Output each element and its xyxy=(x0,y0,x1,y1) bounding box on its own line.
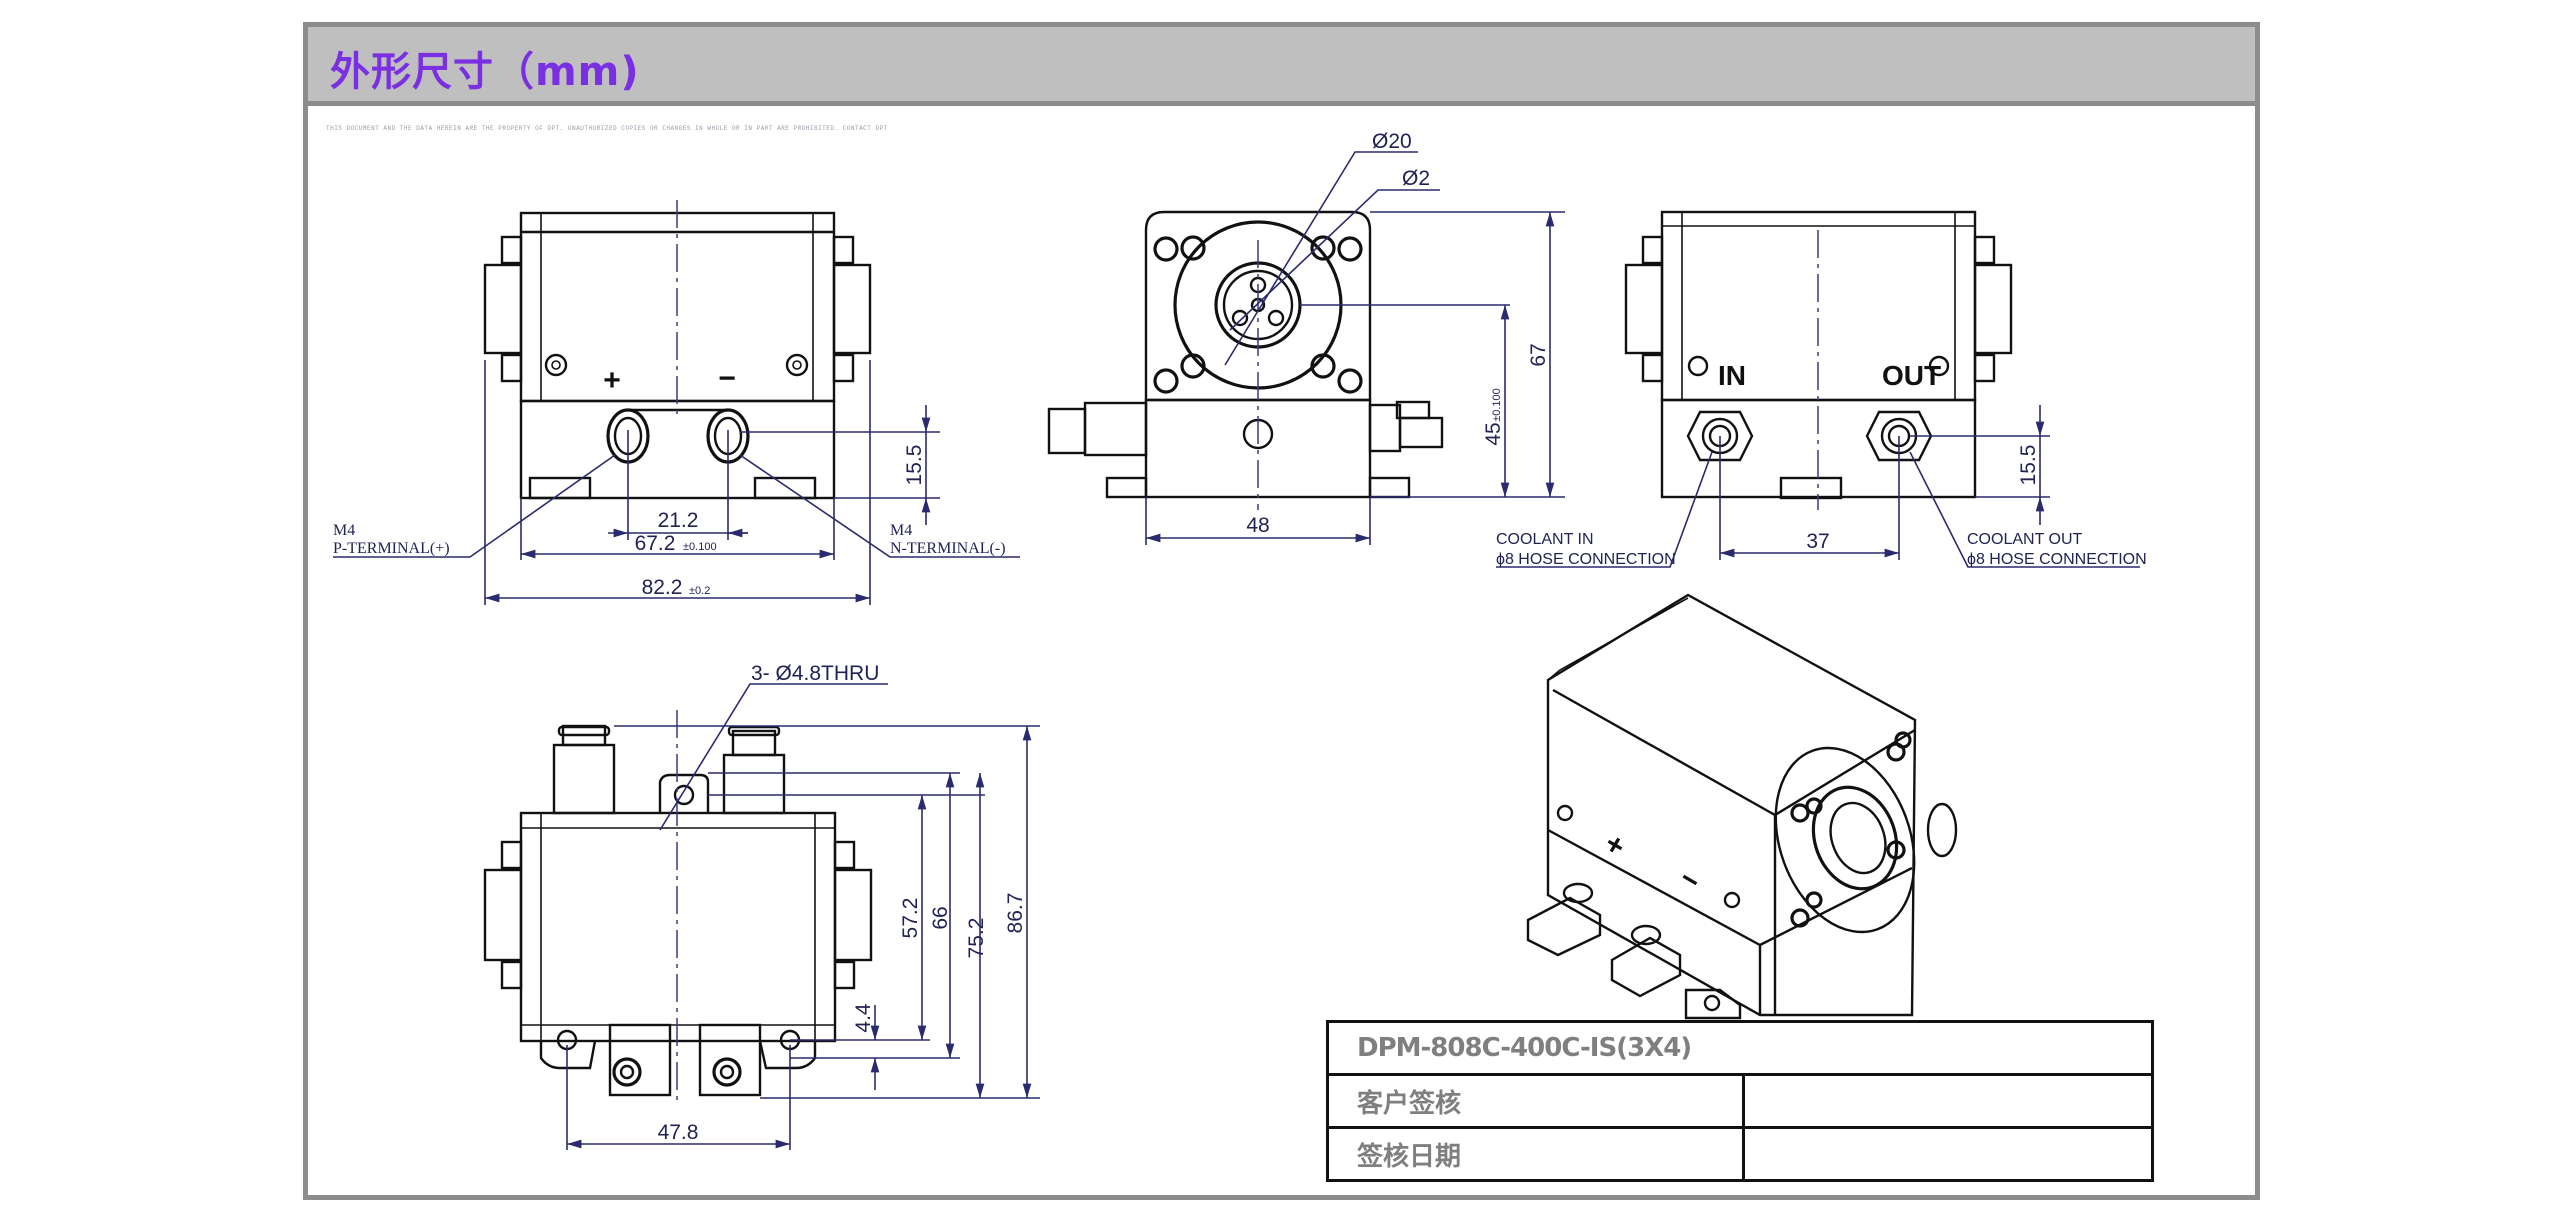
iso-plus-mark: + xyxy=(1599,827,1631,864)
notice-text: THIS DOCUMENT AND THE DATA HEREIN ARE TH… xyxy=(326,125,888,132)
front-view: + − 21.2 67.2 ±0.100 82.2 ±0.2 15.5 xyxy=(333,200,1020,605)
out-label: OUT xyxy=(1882,360,1941,391)
dim-75-2: 75.2 xyxy=(965,918,988,959)
customer-approval-label: 客户签核 xyxy=(1326,1073,1745,1129)
approval-date-value[interactable] xyxy=(1742,1126,2154,1182)
dim-port-pitch: 37 xyxy=(1806,530,1829,553)
dim-terminal-pitch: 21.2 xyxy=(658,509,699,532)
in-label: IN xyxy=(1718,360,1746,391)
dim-86-7: 86.7 xyxy=(1004,893,1027,934)
dim-body-width: 67.2 xyxy=(635,532,676,555)
n-terminal-thread: M4 xyxy=(890,522,912,539)
isometric-view: + − xyxy=(1526,593,1958,1020)
dim-4-4: 4.4 xyxy=(852,1003,875,1033)
dim-port-height: 15.5 xyxy=(2017,445,2040,486)
dim-base-width: 48 xyxy=(1246,514,1269,537)
dim-pin-dia: Ø2 xyxy=(1402,167,1430,190)
dim-center-height-tol: ±0.100 xyxy=(1491,388,1503,422)
n-terminal-label: N-TERMINAL(-) xyxy=(890,540,1006,557)
p-terminal-thread: M4 xyxy=(333,522,355,539)
approval-date-label: 签核日期 xyxy=(1326,1126,1745,1182)
customer-approval-value[interactable] xyxy=(1742,1073,2154,1129)
p-terminal-label: P-TERMINAL(+) xyxy=(333,540,450,557)
iso-minus-mark: − xyxy=(1674,862,1706,899)
minus-mark: − xyxy=(718,362,736,395)
top-view: 3- Ø4.8THRU 47.8 57.2 66 75.2 86.7 4.4 xyxy=(483,662,1040,1150)
dim-overall-width-tol: ±0.2 xyxy=(689,585,710,597)
rear-view: IN OUT 37 15.5 COOLANT IN ϕ8 HOSE CONNEC… xyxy=(1496,210,2147,568)
coolant-out-connection: ϕ8 HOSE CONNECTION xyxy=(1967,551,2147,568)
plus-mark: + xyxy=(603,364,621,397)
drawing-frame: 外形尺寸（mm) xyxy=(303,22,2260,1200)
table-row-model: DPM-808C-400C-IS(3X4) xyxy=(1326,1020,2154,1076)
dim-mount-holes: 3- Ø4.8THRU xyxy=(751,662,879,685)
dim-57-2: 57.2 xyxy=(899,898,922,939)
dim-66: 66 xyxy=(929,906,952,929)
dim-body-width-tol: ±0.100 xyxy=(683,541,717,553)
dim-terminal-height: 15.5 xyxy=(903,445,926,486)
model-number: DPM-808C-400C-IS(3X4) xyxy=(1326,1020,2154,1076)
dim-center-height: 45 xyxy=(1482,422,1505,445)
coolant-in-connection: ϕ8 HOSE CONNECTION xyxy=(1496,551,1676,568)
dim-hole-spacing: 47.8 xyxy=(658,1121,699,1144)
dim-overall-height: 67 xyxy=(1527,343,1550,366)
coolant-out-label: COOLANT OUT xyxy=(1967,531,2083,548)
table-row: 签核日期 xyxy=(1326,1126,2154,1182)
title-bar: 外形尺寸（mm) xyxy=(308,27,2255,106)
side-view: 48 67 45 ±0.100 Ø20 Ø2 xyxy=(1047,130,1565,545)
table-row: 客户签核 xyxy=(1326,1073,2154,1129)
spec-table: DPM-808C-400C-IS(3X4) 客户签核 签核日期 xyxy=(1326,1020,2154,1182)
coolant-in-label: COOLANT IN xyxy=(1496,531,1594,548)
dim-overall-width: 82.2 xyxy=(642,576,683,599)
page-title: 外形尺寸（mm) xyxy=(330,49,640,95)
dim-aperture-dia: Ø20 xyxy=(1372,130,1412,153)
